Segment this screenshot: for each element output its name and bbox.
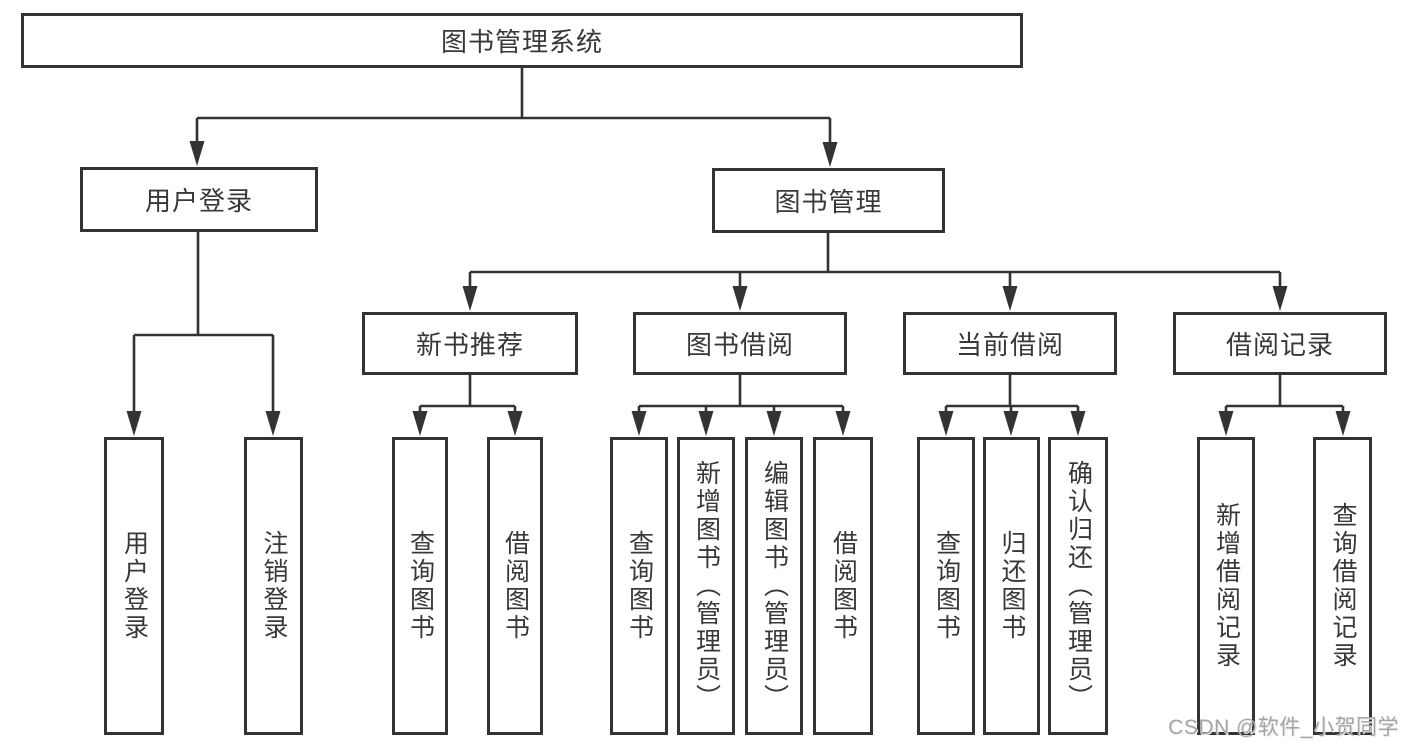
- leaf-cb-query-books: 查询图书: [917, 437, 975, 735]
- leaf-bb-borrow-books-label: 借阅图书: [829, 530, 858, 642]
- leaf-nb-borrow-books-label: 借阅图书: [501, 530, 530, 642]
- node-book-management: 图书管理: [712, 168, 945, 233]
- arrowhead: [1070, 411, 1086, 436]
- leaf-user-login-label: 用户登录: [120, 530, 149, 642]
- leaf-cb-return-books-label: 归还图书: [998, 530, 1026, 642]
- node-book-management-label: 图书管理: [774, 187, 883, 217]
- arrowhead: [1002, 286, 1018, 311]
- arrowhead: [1218, 411, 1234, 436]
- connector-new-books-children: [418, 375, 517, 420]
- arrowhead: [265, 411, 281, 436]
- arrowhead: [1335, 411, 1351, 436]
- arrowhead: [822, 142, 838, 167]
- leaf-br-query-record: 查询借阅记录: [1313, 437, 1372, 735]
- node-library-system-label: 图书管理系统: [440, 27, 603, 57]
- arrowhead: [1003, 411, 1019, 436]
- arrowhead: [631, 411, 647, 436]
- node-user-login-label: 用户登录: [144, 186, 253, 216]
- node-book-borrowing: 图书借阅: [633, 312, 847, 375]
- leaf-logout: 注销登录: [244, 437, 303, 735]
- connector-book-borrow-children: [637, 375, 845, 420]
- arrowhead: [507, 411, 523, 436]
- watermark: CSDN @软件_小贺同学: [1168, 716, 1399, 739]
- leaf-bb-query-books: 查询图书: [610, 437, 668, 735]
- node-current-borrowing: 当前借阅: [903, 312, 1117, 375]
- arrowhead: [835, 411, 851, 436]
- arrowhead: [732, 286, 748, 311]
- leaf-nb-query-books: 查询图书: [392, 437, 448, 735]
- connector-root-to-level2: [195, 68, 832, 150]
- leaf-br-add-record-label: 新增借阅记录: [1212, 502, 1241, 670]
- node-current-borrowing-label: 当前借阅: [955, 330, 1064, 360]
- arrowhead: [938, 411, 954, 436]
- leaf-bb-edit-books-admin-label: 编辑图书（管理员）: [760, 460, 789, 712]
- arrowhead: [462, 286, 478, 311]
- leaf-bb-edit-books-admin: 编辑图书（管理员）: [745, 437, 803, 735]
- leaf-br-add-record: 新增借阅记录: [1197, 437, 1255, 735]
- leaf-logout-label: 注销登录: [260, 530, 288, 642]
- node-borrowing-records-label: 借阅记录: [1225, 330, 1334, 360]
- leaf-bb-borrow-books: 借阅图书: [813, 437, 873, 735]
- leaf-cb-query-books-label: 查询图书: [932, 530, 961, 642]
- leaf-bb-add-books-admin: 新增图书（管理员）: [677, 437, 735, 735]
- node-user-login: 用户登录: [80, 167, 318, 232]
- node-new-book-recommend-label: 新书推荐: [415, 330, 524, 360]
- node-library-system: 图书管理系统: [21, 13, 1023, 68]
- arrowheads: [126, 141, 1351, 436]
- arrowhead: [1272, 286, 1288, 311]
- leaf-bb-query-books-label: 查询图书: [625, 530, 654, 642]
- arrowhead: [766, 411, 782, 436]
- leaf-br-query-record-label: 查询借阅记录: [1329, 502, 1357, 670]
- arrowhead: [189, 141, 205, 166]
- connector-user-login-children: [132, 232, 275, 420]
- leaf-cb-return-books: 归还图书: [983, 437, 1040, 735]
- arrowhead: [126, 411, 142, 436]
- leaf-user-login: 用户登录: [104, 437, 164, 735]
- node-new-book-recommend: 新书推荐: [362, 312, 578, 375]
- connector-borrow-records-children: [1224, 375, 1345, 420]
- arrowhead: [412, 411, 428, 436]
- leaf-cb-confirm-return-admin-label: 确认归还（管理员）: [1064, 460, 1093, 712]
- leaf-nb-borrow-books: 借阅图书: [487, 437, 543, 735]
- leaf-nb-query-books-label: 查询图书: [406, 530, 435, 642]
- connector-book-management-children: [468, 233, 1282, 295]
- node-book-borrowing-label: 图书借阅: [685, 330, 794, 360]
- leaf-cb-confirm-return-admin: 确认归还（管理员）: [1048, 437, 1108, 735]
- arrowhead: [698, 411, 714, 436]
- leaf-bb-add-books-admin-label: 新增图书（管理员）: [692, 460, 721, 712]
- node-borrowing-records: 借阅记录: [1173, 312, 1387, 375]
